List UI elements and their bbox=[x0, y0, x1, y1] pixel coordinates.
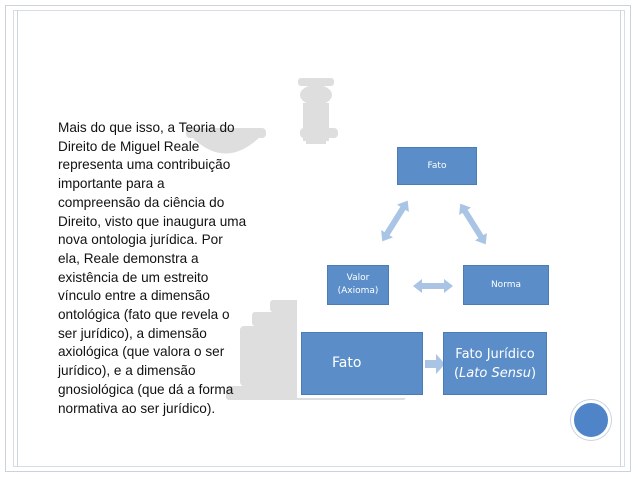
axioma-label: (Axioma) bbox=[337, 286, 379, 296]
norma-label: Norma bbox=[490, 279, 522, 290]
fato-label: Fato bbox=[427, 160, 447, 171]
slide-border-inner bbox=[13, 10, 625, 467]
slide-border-line bbox=[17, 10, 18, 467]
lato-sensu-label: (Lato Sensu) bbox=[453, 365, 537, 381]
fato-juridico-label: Fato Jurídico bbox=[455, 346, 535, 362]
arrow-icon bbox=[459, 203, 487, 245]
valor-label: Valor bbox=[346, 273, 370, 283]
fato-box-bottom: Fato bbox=[301, 332, 423, 395]
slide-border-line bbox=[620, 10, 621, 467]
fato-juridico-diagram: Fato Valor (Axioma) Norma Fato Fato Jurí… bbox=[297, 144, 552, 398]
fato-box-top: Fato bbox=[397, 147, 477, 185]
arrow-icon bbox=[381, 200, 409, 242]
slide-border-outer bbox=[5, 5, 631, 472]
arrow-icon bbox=[425, 354, 445, 374]
valor-box: Valor (Axioma) bbox=[327, 265, 389, 305]
diagram-arrows bbox=[381, 200, 487, 374]
arrow-icon bbox=[413, 279, 453, 293]
norma-box: Norma bbox=[463, 265, 549, 305]
circle-icon bbox=[571, 400, 611, 440]
fato-juridico-box: Fato Jurídico (Lato Sensu) bbox=[443, 332, 547, 395]
fato-bottom-label: Fato bbox=[332, 355, 362, 371]
body-paragraph: Mais do que isso, a Teoria do Direito de… bbox=[58, 120, 247, 416]
